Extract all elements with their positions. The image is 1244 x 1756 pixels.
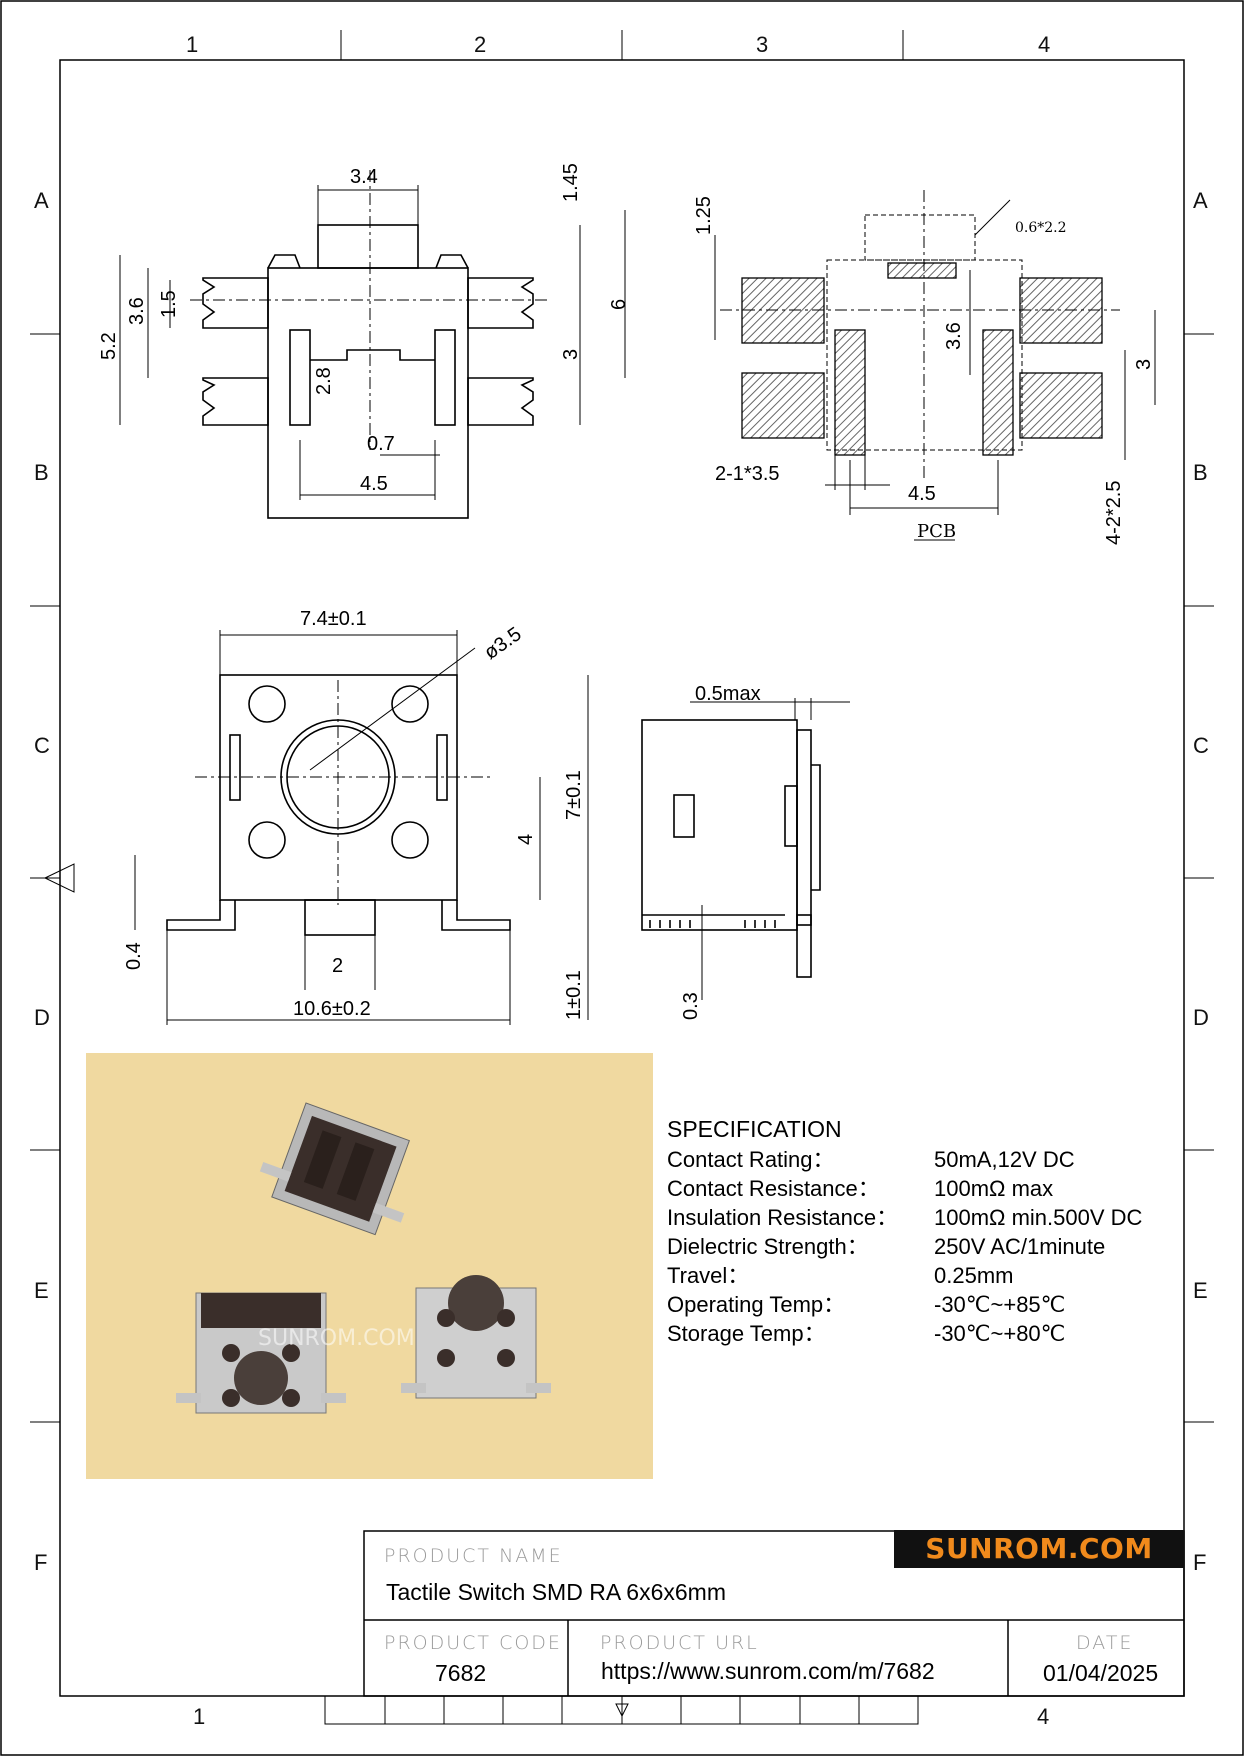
dim-label: 4 bbox=[515, 834, 537, 845]
grid-col-label: 4 bbox=[1037, 1704, 1050, 1729]
product-code: 7682 bbox=[435, 1660, 487, 1686]
grid-row-label: E bbox=[34, 1278, 49, 1303]
dim-label: 1±0.1 bbox=[563, 970, 585, 1020]
dim-label: 3 bbox=[1133, 359, 1155, 370]
grid-row-label: B bbox=[34, 460, 49, 485]
side-view-drawing: 0.5max 0.3 bbox=[641, 683, 850, 1020]
photo-watermark: SUNROM.COM bbox=[258, 1326, 415, 1351]
grid-row-label: D bbox=[34, 1005, 50, 1030]
spec-value: 0.25mm bbox=[934, 1263, 1014, 1288]
product-name: Tactile Switch SMD RA 6x6x6mm bbox=[386, 1579, 726, 1605]
spec-row: Insulation Resistance： 100mΩ min.500V DC bbox=[667, 1203, 1187, 1232]
grid-row-label: A bbox=[34, 188, 49, 213]
grid-row-label: E bbox=[1193, 1278, 1208, 1303]
dim-label: 7.4±0.1 bbox=[300, 608, 367, 630]
dim-label: 10.6±0.2 bbox=[293, 998, 371, 1020]
spec-key: Contact Resistance： bbox=[667, 1176, 880, 1201]
dim-label: 0.4 bbox=[123, 942, 145, 970]
grid-row-label: C bbox=[34, 733, 50, 758]
spec-key: Dielectric Strength： bbox=[667, 1234, 869, 1259]
spec-row: Travel： 0.25mm bbox=[667, 1261, 1187, 1290]
dim-label: 3 bbox=[560, 349, 582, 360]
grid-row-label: F bbox=[34, 1550, 48, 1575]
grid-row-label: F bbox=[1193, 1550, 1207, 1575]
pcb-footprint-drawing: 1.25 0.6*2.2 3.6 3 2-1*3.5 4.5 4-2*2.5 P… bbox=[693, 190, 1156, 546]
grid-col-label: 3 bbox=[756, 32, 769, 57]
dim-label: 0.6*2.2 bbox=[1015, 220, 1067, 236]
product-url-label: PRODUCT URL bbox=[600, 1632, 759, 1654]
dim-label: 7±0.1 bbox=[563, 770, 585, 820]
switch-photo-illustration: SUNROM.COM bbox=[176, 1102, 551, 1414]
dim-label: 0.3 bbox=[680, 992, 702, 1020]
spec-key: Storage Temp： bbox=[667, 1321, 826, 1346]
spec-row: Dielectric Strength： 250V AC/1minute bbox=[667, 1232, 1187, 1261]
specification-block: SPECIFICATION Contact Rating： 50mA,12V D… bbox=[667, 1115, 1187, 1348]
front-view-drawing: 7.4±0.1 ø3.5 7±0.1 4 0.4 2 10.6±0.2 1±0.… bbox=[123, 608, 589, 1025]
spec-row: Storage Temp： -30℃~+80℃ bbox=[667, 1319, 1187, 1348]
spec-key: Travel： bbox=[667, 1263, 750, 1288]
pcb-label: PCB bbox=[917, 521, 956, 542]
spec-key: Contact Rating： bbox=[667, 1147, 835, 1172]
grid-col-label: 1 bbox=[186, 32, 199, 57]
spec-value: -30℃~+80℃ bbox=[934, 1321, 1066, 1346]
dim-label: 4-2*2.5 bbox=[1103, 481, 1125, 546]
dim-label: 3.4 bbox=[350, 166, 378, 188]
product-name-label: PRODUCT NAME bbox=[384, 1545, 563, 1567]
spec-value: -30℃~+85℃ bbox=[934, 1292, 1066, 1317]
dim-label: 4.5 bbox=[360, 473, 388, 495]
spec-row: Contact Resistance： 100mΩ max bbox=[667, 1174, 1187, 1203]
spec-value: 250V AC/1minute bbox=[934, 1234, 1106, 1259]
dim-label: 4.5 bbox=[908, 483, 936, 505]
dim-label: 0.5max bbox=[695, 683, 761, 705]
dim-label: 3.6 bbox=[943, 322, 965, 350]
spec-row: Operating Temp： -30℃~+85℃ bbox=[667, 1290, 1187, 1319]
specification-title: SPECIFICATION bbox=[667, 1116, 842, 1142]
grid-row-label: D bbox=[1193, 1005, 1209, 1030]
product-code-label: PRODUCT CODE bbox=[384, 1632, 562, 1654]
spec-value: 100mΩ min.500V DC bbox=[934, 1205, 1143, 1230]
product-photo: SUNROM.COM bbox=[86, 1053, 653, 1479]
dim-label: 2.8 bbox=[313, 367, 335, 395]
logo-text: SUNROM.COM bbox=[925, 1532, 1153, 1565]
spec-value: 100mΩ max bbox=[934, 1176, 1054, 1201]
grid-row-label: A bbox=[1193, 188, 1208, 213]
spec-key: Insulation Resistance： bbox=[667, 1205, 899, 1230]
dim-label: 1.5 bbox=[158, 290, 180, 318]
dim-label: 3.6 bbox=[126, 297, 148, 325]
spec-key: Operating Temp： bbox=[667, 1292, 846, 1317]
grid-row-label: C bbox=[1193, 733, 1209, 758]
spec-value: 50mA,12V DC bbox=[934, 1147, 1075, 1172]
grid-row-label: B bbox=[1193, 460, 1208, 485]
sunrom-logo: SUNROM.COM bbox=[894, 1530, 1184, 1568]
dim-label: 1.45 bbox=[560, 163, 582, 202]
dim-label: 2 bbox=[332, 955, 343, 977]
date-label: DATE bbox=[1076, 1632, 1134, 1654]
grid-col-label: 1 bbox=[193, 1704, 206, 1729]
dim-label: 1.25 bbox=[693, 196, 715, 235]
spec-row: Contact Rating： 50mA,12V DC bbox=[667, 1145, 1187, 1174]
dim-label: 5.2 bbox=[98, 332, 120, 360]
date-value: 01/04/2025 bbox=[1043, 1660, 1159, 1686]
dim-label: 6 bbox=[608, 299, 630, 310]
grid-col-label: 2 bbox=[474, 32, 487, 57]
product-url-link[interactable]: https://www.sunrom.com/m/7682 bbox=[601, 1658, 935, 1684]
dim-label: 2-1*3.5 bbox=[715, 463, 780, 485]
grid-col-label: 4 bbox=[1038, 32, 1051, 57]
top-view-drawing: 3.4 1.45 6 5.2 3.6 1.5 2.8 3 0.7 4.5 bbox=[98, 163, 630, 519]
dim-label: 0.7 bbox=[367, 433, 395, 455]
